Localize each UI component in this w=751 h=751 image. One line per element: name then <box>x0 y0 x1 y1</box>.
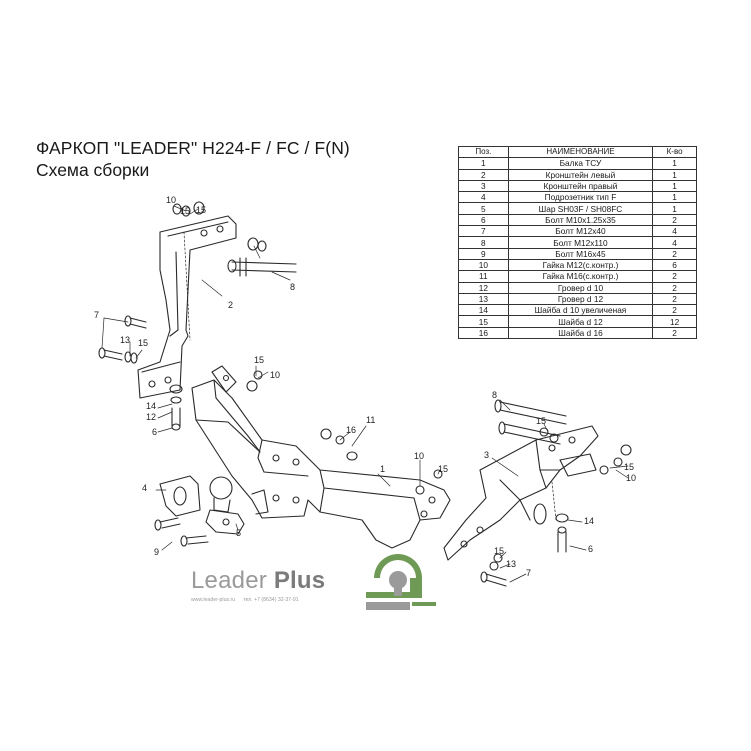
diagram-subtitle: Схема сборки <box>36 160 150 180</box>
diagram-title: ФАРКОП "LEADER" H224-F / FC / F(N) <box>36 138 350 158</box>
callout-number: 2 <box>228 300 233 310</box>
hitch-ball <box>205 476 245 535</box>
callout-number: 6 <box>588 544 593 554</box>
callout-number: 7 <box>526 568 531 578</box>
callout-number: 3 <box>484 450 489 460</box>
left-top-fasteners <box>172 201 297 277</box>
brand-contacts: www.leader-plus.ru тел. +7 (8634) 32-37-9… <box>191 597 299 603</box>
callout-number: 15 <box>180 206 190 216</box>
tow-bar-beam <box>191 365 451 549</box>
callout-number: 5 <box>236 528 241 538</box>
callout-number: 15 <box>254 355 264 365</box>
callout-number: 15 <box>624 462 634 472</box>
right-bracket <box>443 425 599 561</box>
parts-table-header: Поз. НАИМЕНОВАНИЕ К-во <box>458 145 697 159</box>
qty-cell: 2 <box>652 326 697 340</box>
callout-number: 13 <box>506 559 516 569</box>
callout-number: 10 <box>414 451 424 461</box>
callout-number: 14 <box>146 401 156 411</box>
callout-number: 10 <box>626 473 636 483</box>
brand-phone: тел. +7 (8634) 32-37-91 <box>243 597 299 603</box>
name-cell: Шайба d 16 <box>507 326 654 340</box>
callout-number: 7 <box>94 310 99 320</box>
callout-number: 1 <box>380 464 385 474</box>
callout-number: 12 <box>146 412 156 422</box>
callout-number: 15 <box>536 416 546 426</box>
callout-number: 15 <box>494 546 504 556</box>
callout-number: 11 <box>366 415 375 425</box>
ball-bolts <box>154 517 209 547</box>
callout-number: 6 <box>152 427 157 437</box>
beam-fasteners <box>246 370 443 495</box>
callout-number: 13 <box>120 335 130 345</box>
brand-logo-text: Leader Plus <box>191 567 325 595</box>
leader-lines <box>101 205 629 583</box>
callout-number: 10 <box>166 195 176 205</box>
callout-number: 4 <box>142 483 147 493</box>
callout-number: 16 <box>346 425 356 435</box>
leader-plus-logo-mark <box>366 554 436 610</box>
brand-website: www.leader-plus.ru <box>191 597 236 603</box>
callout-number: 9 <box>154 547 159 557</box>
callout-number: 15 <box>138 338 148 348</box>
callout-number: 8 <box>492 390 497 400</box>
brand-light: Leader <box>191 567 274 594</box>
name-cell: Шайба d 10 увеличеная <box>507 304 654 317</box>
callout-number: 15 <box>438 464 448 474</box>
callout-number: 14 <box>584 516 594 526</box>
callout-number: 8 <box>290 282 295 292</box>
callout-number: 10 <box>270 370 280 380</box>
right-fasteners <box>480 399 632 587</box>
left-middle-fasteners <box>98 315 183 431</box>
left-bracket <box>137 215 237 399</box>
brand-bold: Plus <box>273 567 326 594</box>
socket-plate <box>159 475 201 517</box>
callout-number: 15 <box>196 205 206 215</box>
